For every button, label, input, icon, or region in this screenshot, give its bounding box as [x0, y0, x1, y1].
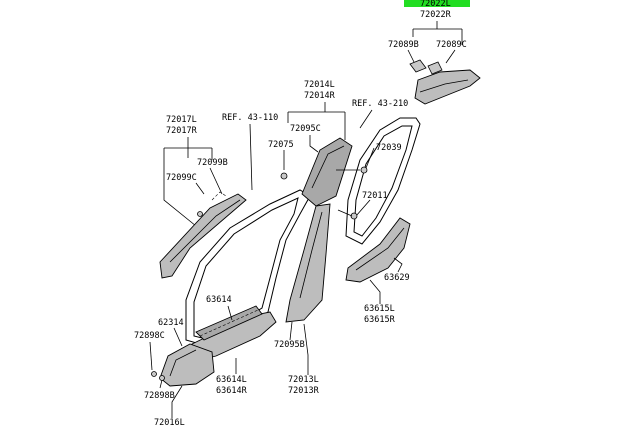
b-pillar-lower-trim	[285, 203, 331, 323]
label-72017R[interactable]: 72017R	[166, 126, 198, 136]
b-pillar-upper-edge	[311, 145, 345, 189]
leader-72022	[412, 21, 463, 37]
label-63629[interactable]: 63629	[384, 273, 410, 283]
label-72011[interactable]: 72011	[362, 191, 388, 201]
a-pillar-trim	[159, 193, 247, 279]
label-63615R[interactable]: 63615R	[364, 315, 396, 325]
screw-72039	[360, 166, 368, 174]
label-72095C[interactable]: 72095C	[290, 124, 321, 134]
rear-scuff-edge	[355, 227, 405, 271]
clip-72075	[280, 172, 288, 180]
leader-ref-43-210	[359, 109, 373, 129]
label-72016[interactable]: 72016L	[154, 418, 185, 428]
label-72014L[interactable]: 72014L	[304, 80, 335, 90]
clip-72089C	[427, 61, 443, 75]
label-72898C[interactable]: 72898C	[134, 331, 165, 341]
label-72013L[interactable]: 72013L	[288, 375, 319, 385]
leader-72898C	[149, 341, 153, 371]
fastener-lines	[336, 169, 360, 217]
label-72099C[interactable]: 72099C	[166, 173, 197, 183]
label-72075[interactable]: 72075	[268, 140, 294, 150]
rear-door-seal-outer	[345, 117, 421, 245]
leader-72099	[195, 167, 223, 195]
label-63614R[interactable]: 63614R	[216, 386, 248, 396]
leader-72016	[171, 385, 183, 418]
leader-63615	[369, 279, 381, 304]
label-72039[interactable]: 72039	[376, 143, 402, 153]
leader-72898B	[159, 379, 163, 389]
label-72089C[interactable]: 72089C	[436, 40, 467, 50]
leader-72014	[287, 102, 346, 140]
kick-panel-edge	[169, 349, 197, 377]
highlight-box	[404, 0, 470, 7]
label-63614[interactable]: 63614	[206, 295, 232, 305]
c-pillar-trim	[414, 69, 481, 105]
label-72089B[interactable]: 72089B	[388, 40, 419, 50]
leader-72017	[163, 137, 213, 227]
clip-72898B	[159, 375, 165, 381]
leader-63629	[393, 257, 403, 273]
clip-72099C	[197, 211, 203, 217]
label-ref-43-110[interactable]: REF. 43-110	[222, 113, 278, 123]
front-scuff-detail	[199, 309, 259, 337]
b-pillar-lower-edge	[299, 211, 323, 299]
leader-63614	[227, 305, 233, 321]
label-72095B[interactable]: 72095B	[274, 340, 305, 350]
wire-72099B	[211, 191, 227, 201]
leader-ref-43-110	[249, 123, 253, 191]
clip-72898C	[151, 371, 157, 377]
leader-62314	[173, 327, 183, 347]
leader-72013	[303, 323, 309, 375]
label-ref-43-210[interactable]: REF. 43-210	[352, 99, 408, 109]
label-72898B[interactable]: 72898B	[144, 391, 175, 401]
label-72099B[interactable]: 72099B	[197, 158, 228, 168]
leader-72095C	[309, 135, 319, 153]
label-72013R[interactable]: 72013R	[288, 386, 320, 396]
leader-72095B	[289, 321, 293, 341]
label-72022R[interactable]: 72022R	[420, 10, 452, 20]
leader-72011	[355, 199, 371, 217]
a-pillar-trim-edge	[169, 199, 241, 263]
leader-72089	[407, 37, 463, 64]
c-pillar-trim-edge	[419, 79, 469, 93]
label-72014R[interactable]: 72014R	[304, 91, 336, 101]
b-pillar-upper-trim	[301, 137, 353, 207]
kick-panel	[159, 343, 215, 387]
label-72017L[interactable]: 72017L	[166, 115, 197, 125]
label-72022L[interactable]: 72022L	[420, 0, 451, 9]
label-63615L[interactable]: 63615L	[364, 304, 395, 314]
clip-72089B	[409, 59, 427, 73]
label-62314[interactable]: 62314	[158, 318, 184, 328]
rear-door-seal-inner	[353, 125, 413, 237]
label-63614L[interactable]: 63614L	[216, 375, 247, 385]
